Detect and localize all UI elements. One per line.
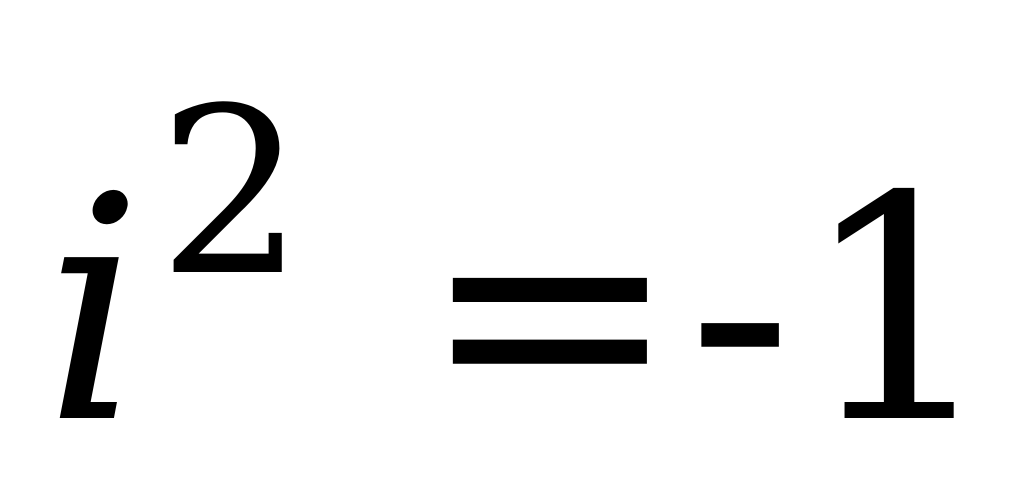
equation-base-variable: i (44, 131, 144, 492)
equation-right-hand-side: =-1 (420, 131, 1006, 492)
equation-exponent: 2 (158, 60, 305, 327)
